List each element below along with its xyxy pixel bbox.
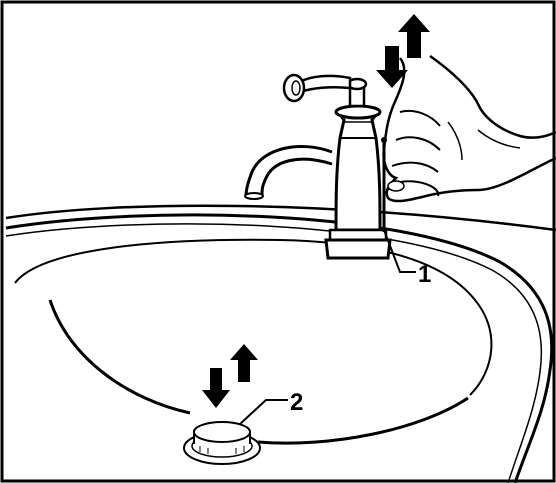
sink-basin (6, 206, 556, 483)
callout-2: 2 (240, 389, 303, 424)
callout-2-leader (240, 400, 288, 424)
hand (384, 56, 556, 201)
callout-2-label: 2 (290, 389, 303, 416)
callout-1-label: 1 (418, 261, 431, 288)
faucet (245, 75, 390, 258)
stopper-up-down-arrows (202, 344, 258, 408)
drain-stopper (184, 422, 260, 464)
